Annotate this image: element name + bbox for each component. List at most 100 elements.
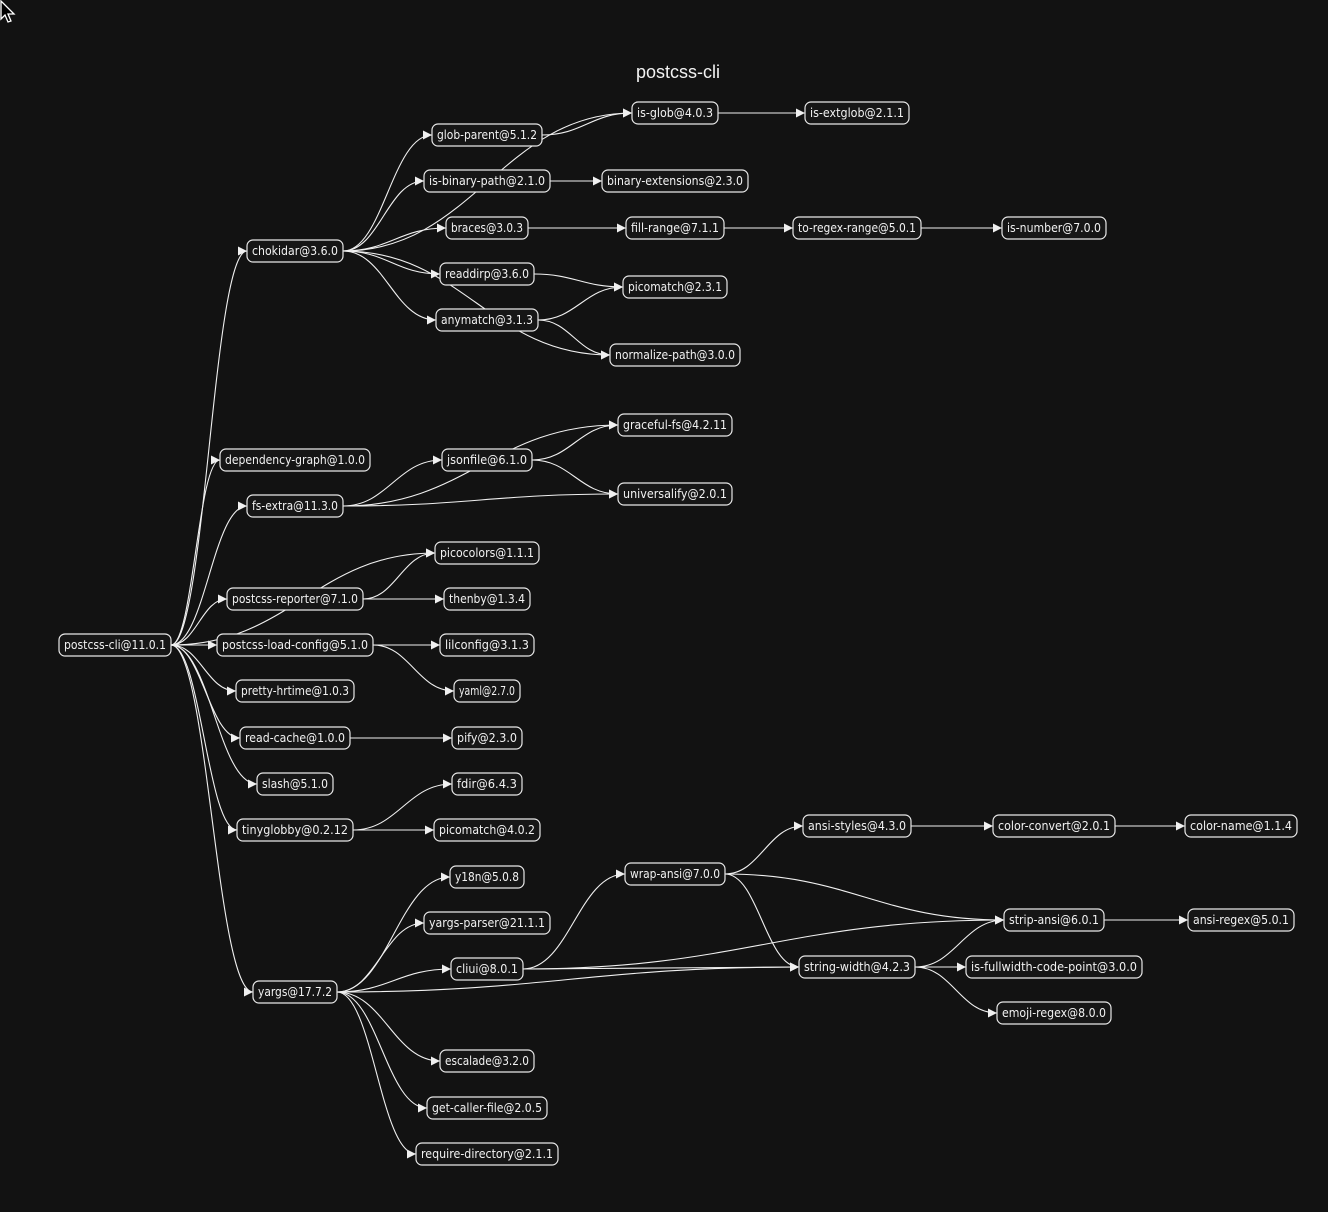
graph-node-is-glob[interactable]: is-glob@4.0.3 <box>631 101 719 125</box>
edge-postcss-cli-to-dependency-graph <box>170 455 221 646</box>
edge-cliui-to-wrap-ansi <box>522 869 626 970</box>
graph-node-postcss-reporter[interactable]: postcss-reporter@7.1.0 <box>226 587 364 611</box>
graph-node-color-convert[interactable]: color-convert@2.0.1 <box>992 814 1116 838</box>
edge-postcss-reporter-to-picocolors <box>362 548 436 600</box>
graph-node-dependency-graph[interactable]: dependency-graph@1.0.0 <box>219 448 371 472</box>
node-box <box>415 1142 559 1166</box>
graph-node-is-number[interactable]: is-number@7.0.0 <box>1001 216 1107 240</box>
graph-node-jsonfile[interactable]: jsonfile@6.1.0 <box>441 448 533 472</box>
node-box <box>965 955 1143 979</box>
graph-node-read-cache[interactable]: read-cache@1.0.0 <box>239 726 351 750</box>
graph-node-to-regex-range[interactable]: to-regex-range@5.0.1 <box>792 216 922 240</box>
graph-node-thenby[interactable]: thenby@1.3.4 <box>443 587 531 611</box>
node-label: string-width@4.2.3 <box>804 960 910 974</box>
node-label: is-binary-path@2.1.0 <box>429 174 545 188</box>
graph-node-glob-parent[interactable]: glob-parent@5.1.2 <box>431 123 543 147</box>
node-label: normalize-path@3.0.0 <box>615 348 735 362</box>
edge-readdirp-to-picomatch-231 <box>533 273 624 292</box>
node-box <box>433 818 541 842</box>
node-box <box>431 123 543 147</box>
graph-node-lilconfig[interactable]: lilconfig@3.1.3 <box>439 633 535 657</box>
graph-node-fdir[interactable]: fdir@6.4.3 <box>451 772 523 796</box>
graph-node-picocolors[interactable]: picocolors@1.1.1 <box>434 541 540 565</box>
node-box <box>434 541 540 565</box>
graph-node-y18n[interactable]: y18n@5.0.8 <box>449 865 525 889</box>
graph-node-is-fullwidth-code-point[interactable]: is-fullwidth-code-point@3.0.0 <box>965 955 1143 979</box>
graph-node-require-directory[interactable]: require-directory@2.1.1 <box>415 1142 559 1166</box>
node-label: escalade@3.2.0 <box>445 1054 529 1068</box>
node-box <box>798 955 916 979</box>
graph-node-wrap-ansi[interactable]: wrap-ansi@7.0.0 <box>624 862 726 886</box>
graph-node-chokidar[interactable]: chokidar@3.6.0 <box>246 239 344 263</box>
node-label: ansi-regex@5.0.1 <box>1193 913 1289 927</box>
node-label: braces@3.0.3 <box>451 221 523 235</box>
graph-node-is-extglob[interactable]: is-extglob@2.1.1 <box>804 101 910 125</box>
edge-fs-extra-to-universalify <box>342 489 619 507</box>
edge-anymatch-to-normalize-path <box>537 319 611 360</box>
graph-node-readdirp[interactable]: readdirp@3.6.0 <box>439 262 535 286</box>
node-box <box>1184 814 1298 838</box>
node-label: y18n@5.0.8 <box>455 870 519 884</box>
graph-node-yargs-parser[interactable]: yargs-parser@21.1.1 <box>423 911 551 935</box>
edge-cliui-to-strip-ansi <box>522 915 1005 970</box>
node-label: postcss-load-config@5.1.0 <box>222 638 368 652</box>
node-label: is-fullwidth-code-point@3.0.0 <box>971 960 1137 974</box>
node-box <box>1187 908 1295 932</box>
node-box <box>451 772 523 796</box>
graph-node-fill-range[interactable]: fill-range@7.1.1 <box>625 216 725 240</box>
node-label: glob-parent@5.1.2 <box>437 128 537 142</box>
graph-node-postcss-load-config[interactable]: postcss-load-config@5.1.0 <box>216 633 374 657</box>
edge-string-width-to-strip-ansi <box>914 915 1005 968</box>
graph-node-anymatch[interactable]: anymatch@3.1.3 <box>435 308 539 332</box>
node-label: color-convert@2.0.1 <box>998 819 1110 833</box>
node-label: require-directory@2.1.1 <box>421 1147 553 1161</box>
edge-wrap-ansi-to-strip-ansi <box>724 873 1005 925</box>
node-box <box>1001 216 1107 240</box>
graph-node-color-name[interactable]: color-name@1.1.4 <box>1184 814 1298 838</box>
node-label: is-glob@4.0.3 <box>637 106 713 120</box>
graph-node-string-width[interactable]: string-width@4.2.3 <box>798 955 916 979</box>
node-box <box>58 633 172 657</box>
graph-node-yaml[interactable]: yaml@2.7.0 <box>453 679 521 703</box>
graph-node-yargs[interactable]: yargs@17.7.2 <box>252 980 338 1004</box>
graph-node-ansi-styles[interactable]: ansi-styles@4.3.0 <box>802 814 912 838</box>
edge-wrap-ansi-to-ansi-styles <box>724 821 804 875</box>
node-box <box>802 814 912 838</box>
edge-yargs-to-require-directory <box>336 991 417 1159</box>
node-label: fill-range@7.1.1 <box>631 221 719 235</box>
node-box <box>601 169 749 193</box>
edge-chokidar-to-is-binary-path <box>342 176 425 252</box>
node-label: strip-ansi@6.0.1 <box>1009 913 1099 927</box>
graph-node-picomatch-402[interactable]: picomatch@4.0.2 <box>433 818 541 842</box>
graph-node-braces[interactable]: braces@3.0.3 <box>445 216 529 240</box>
graph-node-fs-extra[interactable]: fs-extra@11.3.0 <box>246 494 344 518</box>
node-box <box>622 275 728 299</box>
graph-node-is-binary-path[interactable]: is-binary-path@2.1.0 <box>423 169 551 193</box>
graph-node-pretty-hrtime[interactable]: pretty-hrtime@1.0.3 <box>235 679 355 703</box>
node-box <box>1003 908 1105 932</box>
node-label: picomatch@2.3.1 <box>628 280 722 294</box>
graph-node-universalify[interactable]: universalify@2.0.1 <box>617 482 733 506</box>
edge-postcss-load-config-to-yaml <box>372 644 455 696</box>
node-layer: postcss-cli@11.0.1 chokidar@3.6.0 glob-par… <box>58 101 1298 1166</box>
node-label: anymatch@3.1.3 <box>441 313 533 327</box>
graph-node-cliui[interactable]: cliui@8.0.1 <box>450 957 524 981</box>
graph-node-escalade[interactable]: escalade@3.2.0 <box>439 1049 535 1073</box>
graph-node-tinyglobby[interactable]: tinyglobby@0.2.12 <box>236 818 354 842</box>
node-label: slash@5.1.0 <box>262 777 328 791</box>
graph-node-graceful-fs[interactable]: graceful-fs@4.2.11 <box>617 413 733 437</box>
graph-node-emoji-regex[interactable]: emoji-regex@8.0.0 <box>996 1001 1112 1025</box>
graph-node-strip-ansi[interactable]: strip-ansi@6.0.1 <box>1003 908 1105 932</box>
graph-node-normalize-path[interactable]: normalize-path@3.0.0 <box>609 343 741 367</box>
graph-node-picomatch-231[interactable]: picomatch@2.3.1 <box>622 275 728 299</box>
graph-node-slash[interactable]: slash@5.1.0 <box>256 772 334 796</box>
node-label: pify@2.3.0 <box>457 731 517 745</box>
graph-node-pify[interactable]: pify@2.3.0 <box>451 726 523 750</box>
graph-node-binary-extensions[interactable]: binary-extensions@2.3.0 <box>601 169 749 193</box>
node-box <box>617 413 733 437</box>
graph-node-ansi-regex[interactable]: ansi-regex@5.0.1 <box>1187 908 1295 932</box>
node-box <box>426 1096 548 1120</box>
graph-node-postcss-cli[interactable]: postcss-cli@11.0.1 <box>58 633 172 657</box>
graph-node-get-caller-file[interactable]: get-caller-file@2.0.5 <box>426 1096 548 1120</box>
